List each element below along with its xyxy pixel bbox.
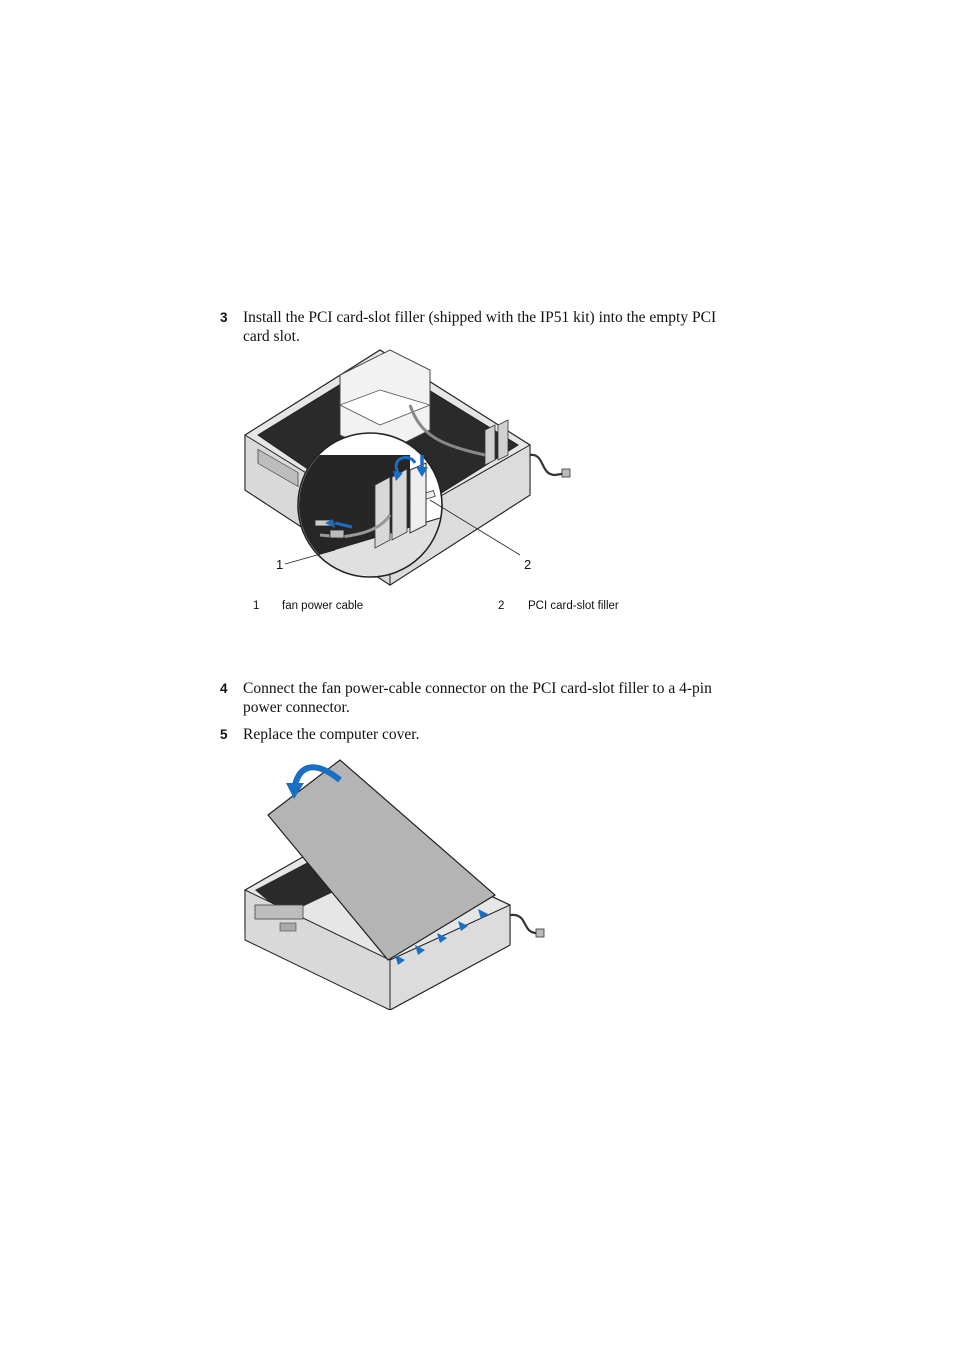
callout-1: 1 [276,557,283,572]
external-cable [529,453,569,477]
callout-2: 2 [524,557,531,572]
step-4: 4 Connect the fan power-cable connector … [220,679,740,719]
chassis-illustration: 1 2 [244,349,571,586]
figure-replace-cover [240,755,560,1010]
figure-pci-filler-install: 1 2 [240,345,580,590]
step-text: Install the PCI card-slot filler (shippe… [243,309,717,345]
figure-legend: 1 fan power cable 2 PCI card-slot filler [250,600,670,616]
step-5: 5 Replace the computer cover. [220,725,740,745]
hinge-arrows [395,909,488,965]
step-text: Connect the fan power-cable connector on… [243,680,712,716]
close-cover-arrow-icon [292,764,342,786]
step-text: Replace the computer cover. [243,726,420,743]
step-number: 3 [220,310,228,325]
legend-number-2: 2 [498,600,505,612]
pci-slots [484,419,509,466]
legend-number-1: 1 [253,600,260,612]
step-number: 5 [220,727,228,742]
chassis-front [244,889,391,1010]
cover-illustration [244,759,545,1010]
legend-label-2: PCI card-slot filler [528,600,619,612]
step-number: 4 [220,681,228,696]
step-3: 3 Install the PCI card-slot filler (ship… [220,308,740,348]
legend-label-1: fan power cable [282,600,364,612]
internal-cable [408,404,486,457]
chassis-side [389,904,511,1010]
computer-cover [267,759,497,961]
external-cable [509,913,541,935]
rotate-arrow-icon [394,456,417,474]
